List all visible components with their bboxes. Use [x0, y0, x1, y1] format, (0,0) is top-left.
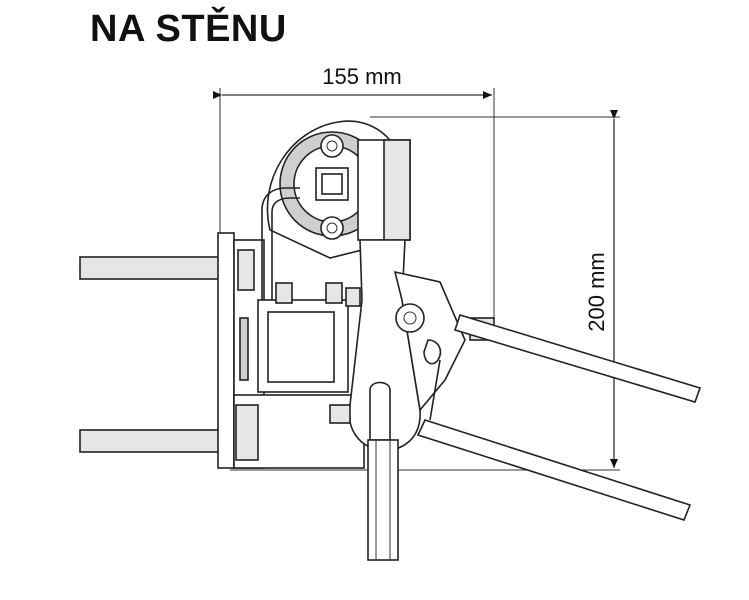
pulley-bolt-bottom-hole: [326, 222, 338, 234]
upper-nut: [237, 249, 255, 291]
clamp-plate: [383, 139, 411, 241]
lever-pin: [329, 404, 351, 424]
tube-bolt-small: [345, 287, 361, 307]
base-nut: [235, 404, 259, 461]
width-dimension: 155 mm: [213, 64, 495, 330]
lower-arm: [416, 419, 692, 521]
bent-rod: [261, 187, 300, 300]
upper-wall-bolt: [79, 256, 221, 280]
lever-eye: [369, 381, 391, 441]
lower-rod: [367, 439, 399, 561]
slot: [239, 317, 249, 381]
wall-bracket: [217, 232, 365, 469]
lower-wall-bolt: [79, 429, 221, 453]
pulley-assembly: [261, 120, 411, 300]
height-dimension: 200 mm: [230, 110, 620, 471]
square-tube-inner: [267, 311, 335, 383]
wall-plate-outer: [217, 232, 235, 469]
wall-bolts: [79, 256, 221, 453]
tube-bolt-left: [275, 282, 293, 304]
pulley-bolt-bottom: [320, 216, 344, 240]
arm-bracket-nut: [395, 303, 425, 333]
arm-connector: [429, 359, 441, 421]
arm-bracket-nut-hole: [403, 311, 417, 325]
upper-arm: [453, 314, 702, 403]
height-label: 200 mm: [584, 252, 609, 331]
width-label: 155 mm: [322, 64, 401, 89]
pulley-bolt-top: [320, 134, 344, 158]
square-shaft-inner: [321, 173, 343, 195]
arm-bracket-cam: [423, 339, 442, 365]
page-title: NA STĚNU: [90, 8, 287, 50]
tube-bolt-right: [325, 282, 343, 304]
long-arms: [416, 314, 702, 521]
bent-rod-inner: [271, 197, 300, 300]
pulley-bolt-top-hole: [326, 140, 338, 152]
